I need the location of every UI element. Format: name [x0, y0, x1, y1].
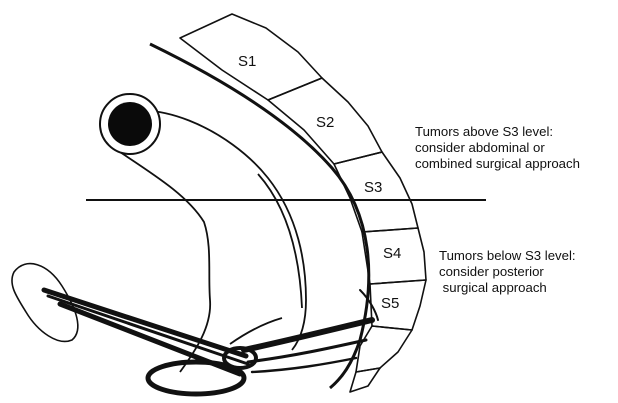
note-below-line3: surgical approach: [439, 280, 576, 296]
note-below-line2: consider posterior: [439, 264, 576, 280]
coccyx-tip-outline: [350, 368, 380, 392]
anal-canal-line: [230, 318, 282, 344]
segment-label-s3: S3: [364, 180, 382, 195]
note-above-line2: consider abdominal or: [415, 140, 580, 156]
note-below-line1: Tumors below S3 level:: [439, 248, 576, 264]
rectum-lumen: [108, 102, 152, 146]
note-above-s3: Tumors above S3 level: consider abdomina…: [415, 124, 580, 172]
note-above-line3: combined surgical approach: [415, 156, 580, 172]
coccyx-outline: [356, 326, 412, 372]
segment-label-s4: S4: [383, 246, 401, 261]
segment-label-s5: S5: [381, 296, 399, 311]
note-above-line1: Tumors above S3 level:: [415, 124, 580, 140]
note-below-s3: Tumors below S3 level: consider posterio…: [439, 248, 576, 296]
segment-label-s2: S2: [316, 115, 334, 130]
segment-label-s1: S1: [238, 54, 256, 69]
